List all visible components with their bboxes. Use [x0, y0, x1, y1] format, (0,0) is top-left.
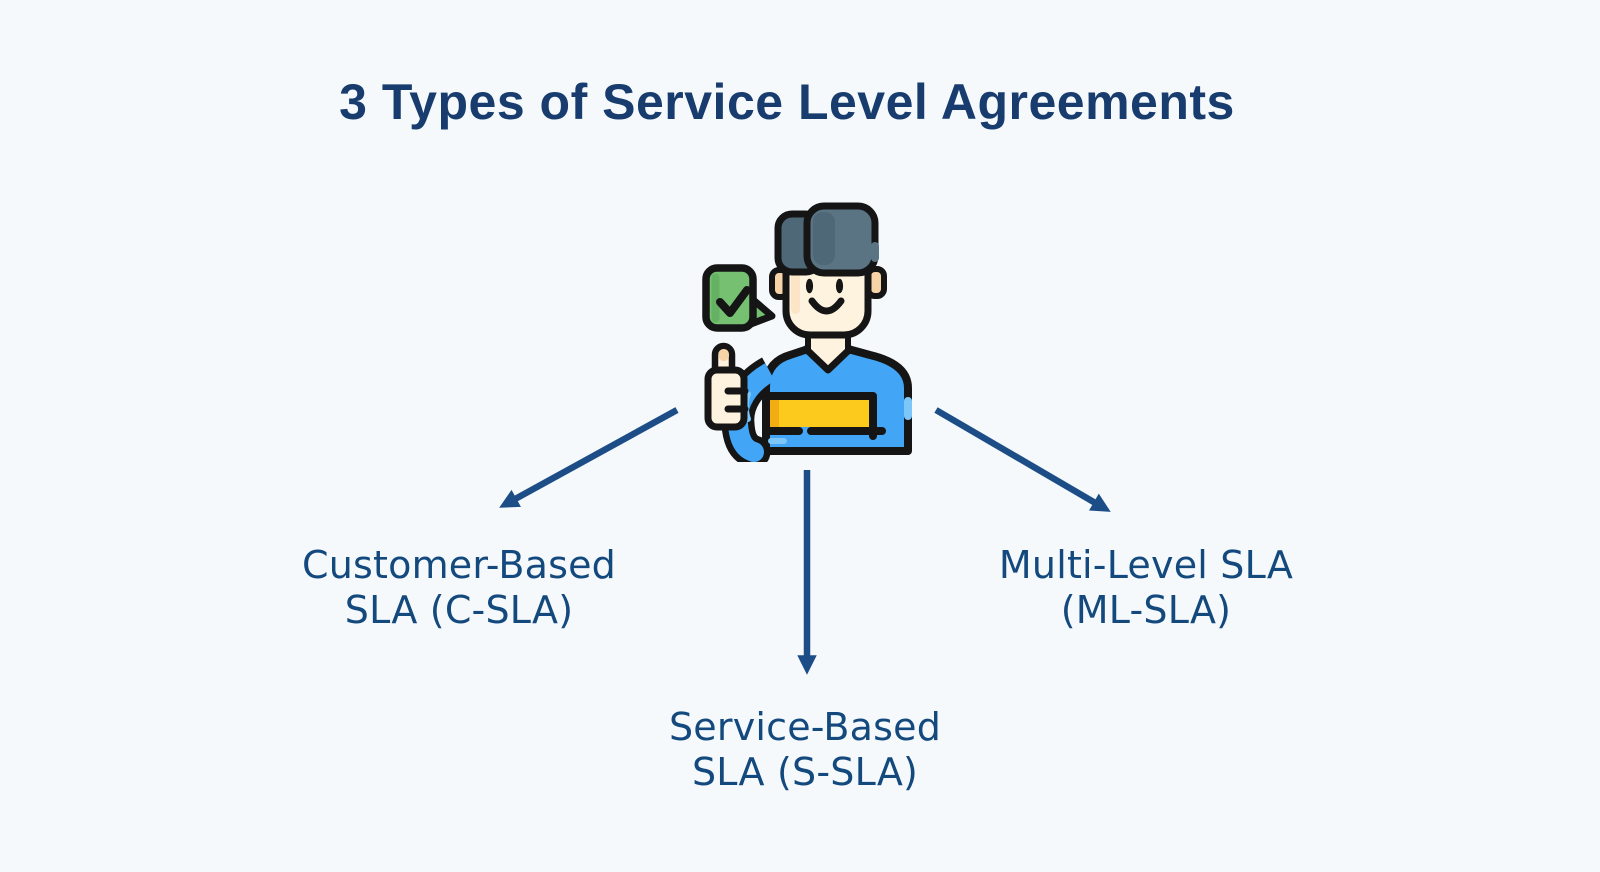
label-line: SLA (C-SLA) — [344, 588, 574, 632]
label-line: Service-Based — [668, 705, 942, 749]
arrow-to-customer-based-sla — [499, 407, 679, 508]
person-thumbs-up-approved-icon — [702, 202, 912, 462]
label-line: Customer-Based — [302, 543, 616, 587]
person-head — [769, 202, 887, 339]
smile — [808, 297, 845, 315]
label-line: Multi-Level SLA — [998, 543, 1294, 587]
label-line: (ML-SLA) — [1060, 588, 1232, 632]
person-torso — [727, 326, 912, 462]
label-service-based-sla: Service-Based SLA (S-SLA) — [669, 705, 941, 795]
speech-bubble-check-icon — [702, 264, 776, 332]
label-customer-based-sla: Customer-Based SLA (C-SLA) — [302, 543, 616, 633]
eye-right — [835, 278, 844, 294]
label-multi-level-sla: Multi-Level SLA (ML-SLA) — [999, 543, 1293, 633]
label-line: SLA (S-SLA) — [691, 750, 919, 794]
page-title: 3 Types of Service Level Agreements — [339, 74, 1235, 130]
eye-left — [805, 278, 814, 294]
thumbs-up-hand — [704, 342, 749, 431]
arrow-to-multi-level-sla — [934, 407, 1111, 512]
